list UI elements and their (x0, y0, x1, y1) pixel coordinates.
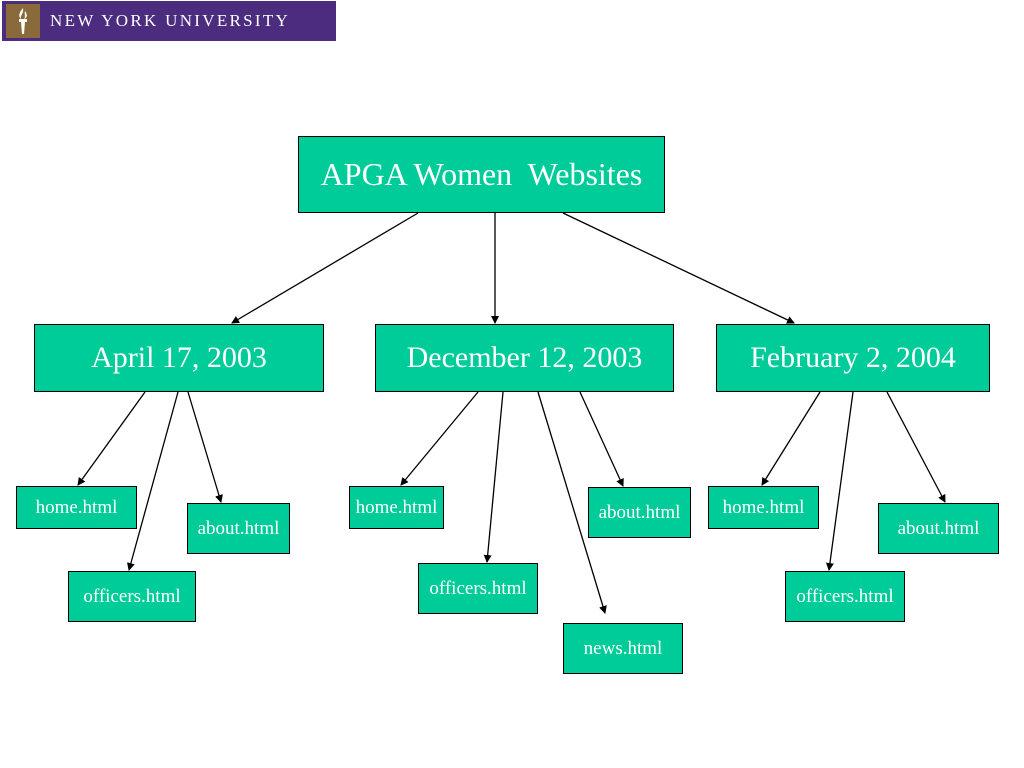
torch-icon (6, 4, 40, 38)
snapshot-date: April 17, 2003 (91, 341, 267, 374)
page-label: officers.html (429, 577, 527, 599)
page-node-april-about: about.html (187, 503, 290, 554)
snapshot-february-node: February 2, 2004 (716, 324, 990, 392)
edge-december-officers (483, 391, 504, 563)
page-label: news.html (583, 637, 663, 659)
page-label: about.html (598, 501, 681, 523)
page-node-december-home: home.html (349, 486, 444, 529)
page-node-april-officers: officers.html (68, 571, 196, 622)
snapshot-date: December 12, 2003 (406, 341, 643, 374)
edge-root-april (231, 212, 419, 324)
snapshot-date: February 2, 2004 (750, 341, 956, 374)
page-node-december-officers: officers.html (418, 563, 538, 614)
edge-april-home (77, 391, 146, 486)
edge-december-news (537, 391, 607, 614)
snapshot-april-node: April 17, 2003 (34, 324, 324, 392)
page-node-february-officers: officers.html (785, 571, 905, 622)
edge-april-officers (127, 391, 179, 571)
edge-december-about (579, 391, 624, 487)
page-node-february-home: home.html (708, 486, 819, 529)
page-label: home.html (722, 496, 805, 518)
page-label: home.html (35, 496, 118, 518)
page-label: about.html (197, 517, 280, 539)
page-label: officers.html (796, 585, 894, 607)
edge-december-home (400, 391, 479, 486)
edge-february-home (761, 391, 821, 486)
page-node-february-about: about.html (878, 503, 999, 554)
page-label: about.html (897, 517, 980, 539)
snapshot-december-node: December 12, 2003 (375, 324, 674, 392)
logo-text: NEW YORK UNIVERSITY (50, 11, 291, 30)
edge-february-officers (825, 391, 854, 571)
page-label: home.html (355, 496, 438, 518)
edge-april-about (187, 391, 223, 503)
edge-february-about (886, 391, 946, 503)
root-label: APGA Women Websites (320, 156, 643, 192)
nyu-logo: NEW YORK UNIVERSITY (2, 1, 336, 41)
root-node: APGA Women Websites (298, 136, 665, 213)
page-label: officers.html (83, 585, 181, 607)
page-node-december-news: news.html (563, 623, 683, 674)
page-node-april-home: home.html (16, 486, 137, 529)
page-node-december-about: about.html (588, 487, 691, 538)
edge-root-february (562, 212, 795, 324)
